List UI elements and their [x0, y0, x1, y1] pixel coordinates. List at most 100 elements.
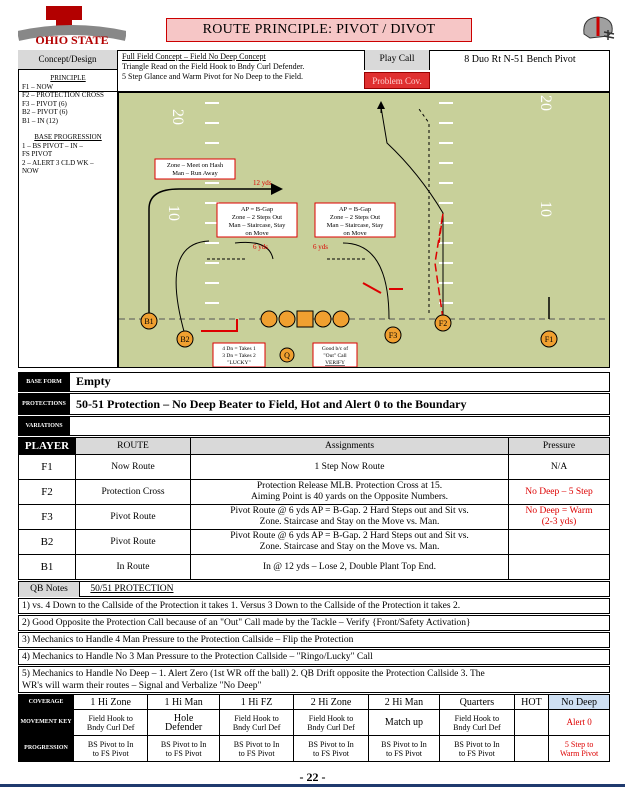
play-diagram: 20 10 20 10 B1 B2 F3 F2 F1 Q Zone – Meet…: [118, 92, 610, 368]
player-cell: F3: [18, 504, 76, 530]
movement-cell: Match up: [367, 709, 441, 736]
page-number: - 22 -: [299, 770, 326, 784]
lineman: [278, 310, 296, 328]
table-row: B1 In Route In @ 12 yds – Lose 2, Double…: [18, 554, 610, 580]
movement-cell: Field Hook to Bndy Curl Def: [72, 709, 149, 736]
concept-line-2: Triangle Read on the Field Hook to Bndy …: [122, 62, 305, 71]
player-cell: F2: [18, 479, 76, 505]
header-route: ROUTE: [75, 437, 191, 455]
concept-description: Full Field Concept – Field No Deep Conce…: [122, 52, 362, 82]
player-b2-label: B2: [180, 335, 189, 344]
movement-cell: [513, 709, 550, 736]
progression-cell: BS Pivot to In to FS Pivot: [439, 735, 515, 762]
qb-note-line: 5) Mechanics to Handle No Deep – 1. Aler…: [22, 669, 485, 679]
progression-cell: 5 Step to Warm Pivot: [548, 735, 610, 762]
svg-text:Man – Staircase, Stay: Man – Staircase, Stay: [327, 222, 384, 229]
qb-note-line: 1) vs. 4 Down to the Callside of the Pro…: [18, 598, 610, 614]
progression-cell: [513, 735, 550, 762]
movement-cell: Field Hook to Bndy Curl Def: [439, 709, 515, 736]
coverage-col: Quarters: [439, 694, 515, 710]
note-b1-a: Zone – Meet on Hash: [167, 162, 224, 169]
progression-item: 2 – ALERT 3 CLD WK –: [22, 158, 94, 167]
concept-label: Concept/Design: [18, 50, 118, 70]
movement-cell: Hole Defender: [147, 709, 220, 736]
player-qb: [279, 347, 295, 363]
coverage-col: 2 Hi Zone: [293, 694, 369, 710]
svg-text:VERIFY: VERIFY: [325, 360, 345, 366]
assignment-cell: Pivot Route @ 6 yds AP = B-Gap. 2 Hard S…: [190, 504, 509, 530]
b1-in-route: [148, 188, 269, 319]
ohio-state-logo: OHIO STATE: [18, 6, 126, 48]
note-b1-b: Man – Run Away: [172, 170, 218, 177]
svg-text:"Out" Call: "Out" Call: [323, 353, 347, 359]
coverage-col: 1 Hi FZ: [218, 694, 295, 710]
assignment-cell: In @ 12 yds – Lose 2, Double Plant Top E…: [190, 554, 509, 580]
lineman: [332, 310, 350, 328]
player-cell: B2: [18, 529, 76, 555]
player-b2: [176, 330, 194, 348]
helmet-icon: [583, 16, 615, 40]
svg-text:Zone – 2 Steps Out: Zone – 2 Steps Out: [232, 214, 282, 221]
svg-text:AP = B-Gap: AP = B-Gap: [339, 206, 371, 213]
lineman: [260, 310, 278, 328]
depth-12: 12 yds: [253, 179, 272, 187]
principle-heading: PRINCIPLE: [50, 74, 86, 82]
protections-label: PROTECTIONS: [18, 393, 70, 415]
progression-cell: BS Pivot to In to FS Pivot: [147, 735, 220, 762]
protections-value: 50-51 Protection – No Deep Beater to Fie…: [76, 397, 467, 411]
player-qb-label: Q: [284, 351, 290, 360]
svg-text:Zone – 2 Steps Out: Zone – 2 Steps Out: [330, 214, 380, 221]
play-call-label: Play Call: [364, 50, 430, 70]
svg-text:"LUCKY": "LUCKY": [227, 360, 250, 366]
coverage-table: COVERAGE 1 Hi Zone 1 Hi Man 1 Hi FZ 2 Hi…: [18, 694, 610, 762]
progression-cell: BS Pivot to In to FS Pivot: [367, 735, 441, 762]
player-f2: [434, 314, 452, 332]
progression-item: 1 – BS PIVOT – IN –: [22, 141, 83, 150]
principle-item: B1 – IN (12): [22, 116, 58, 125]
player-b1-label: B1: [144, 317, 153, 326]
route-cell: Pivot Route: [75, 529, 191, 555]
progression-item: FS PIVOT: [22, 150, 53, 158]
progression-item: NOW: [22, 167, 39, 175]
principle-item: F1 – NOW: [22, 82, 54, 91]
qb-notes-label: QB Notes: [19, 582, 80, 597]
yard-number: 20: [537, 95, 554, 111]
note-lucky: 4 Dn = Takes 13 Dn = Takes 2"LUCKY": [222, 346, 256, 366]
base-form-value: Empty: [76, 374, 111, 388]
play-call-value: 8 Duo Rt N-51 Bench Pivot: [464, 54, 576, 65]
progression-cell: BS Pivot to In to FS Pivot: [293, 735, 369, 762]
qb-notes-title: 50/51 PROTECTION: [90, 584, 174, 594]
svg-text:on Move: on Move: [343, 230, 366, 237]
coverage-col: HOT: [513, 694, 550, 710]
base-form-label: BASE FORM: [18, 372, 70, 392]
pressure-cell: No Deep – 5 Step: [508, 479, 610, 505]
player-f1: [540, 330, 558, 348]
assignments-table: PLAYER ROUTE Assignments Pressure F1 Now…: [18, 437, 610, 580]
principle-column: PRINCIPLE F1 – NOW F2 – PROTECTION CROSS…: [18, 70, 118, 368]
player-f1-label: F1: [545, 335, 553, 344]
pressure-cell: No Deep = Warm (2-3 yds): [508, 504, 610, 530]
svg-text:4 Dn = Takes 1: 4 Dn = Takes 1: [222, 346, 256, 352]
svg-text:AP = B-Gap: AP = B-Gap: [241, 206, 273, 213]
principle-item: F2 – PROTECTION CROSS: [22, 91, 104, 99]
base-progression-heading: BASE PROGRESSION: [34, 133, 102, 141]
header-player: PLAYER: [18, 437, 76, 455]
center: [296, 310, 314, 328]
b2-pivot-route: [175, 240, 210, 336]
qb-note-line: 3) Mechanics to Handle 4 Man Pressure to…: [18, 632, 610, 648]
route-cell: Pivot Route: [75, 504, 191, 530]
progression-cell: BS Pivot to In to FS Pivot: [218, 735, 295, 762]
yard-number: 10: [537, 201, 554, 217]
movement-row: MOVEMENT KEY Field Hook to Bndy Curl Def…: [18, 709, 610, 736]
f3-pivot-route: [342, 242, 390, 320]
player-f3: [384, 326, 402, 344]
footer-rule: [0, 784, 625, 787]
movement-cell: Field Hook to Bndy Curl Def: [218, 709, 295, 736]
coverage-header: COVERAGE 1 Hi Zone 1 Hi Man 1 Hi FZ 2 Hi…: [18, 694, 610, 710]
table-row: B2 Pivot Route Pivot Route @ 6 yds AP = …: [18, 529, 610, 555]
depth-6-b2: 6 yds: [253, 243, 268, 251]
player-f2-label: F2: [439, 319, 447, 328]
